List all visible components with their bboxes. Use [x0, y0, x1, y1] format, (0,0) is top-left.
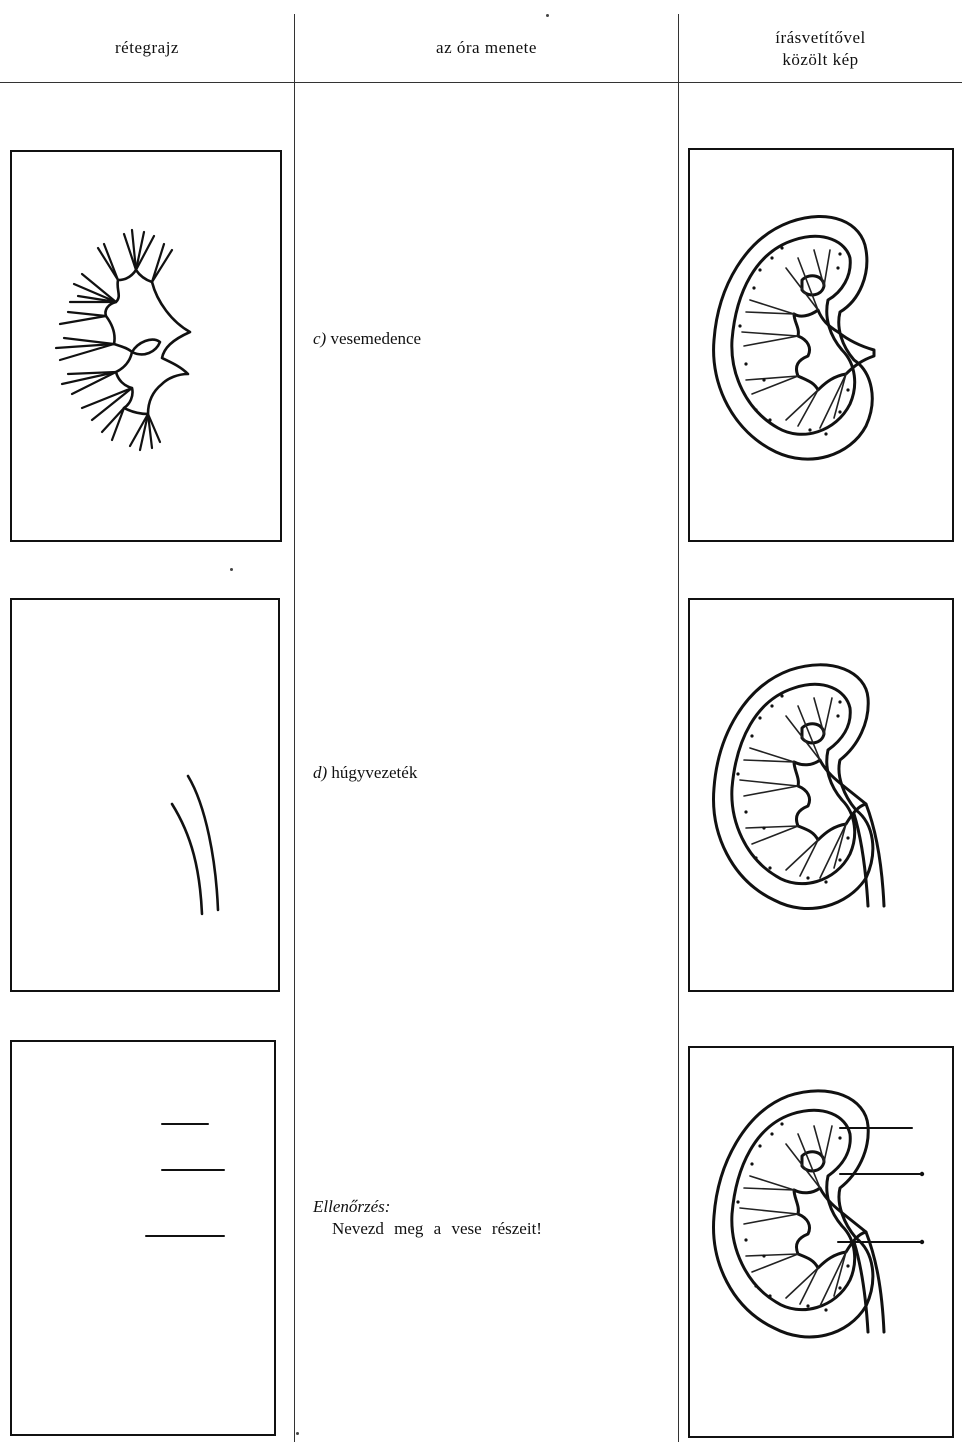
renal-pelvis-drawing [12, 152, 284, 544]
ureter-drawing [12, 600, 282, 994]
header-bottom-rule [0, 82, 962, 83]
header-layer-drawing: rétegrajz [0, 37, 294, 59]
row-d-text: d) húgyvezeték [313, 762, 417, 784]
header-lesson-flow: az óra menete [295, 37, 678, 59]
kidney-ureter-drawing [690, 600, 956, 994]
row-c-text: c) vesemedence [313, 328, 421, 350]
kidney-labels-drawing [690, 1048, 956, 1440]
row-c-term: vesemedence [330, 329, 421, 348]
print-speck [296, 1432, 299, 1435]
check-heading: Ellenőrzés: [313, 1196, 390, 1218]
kidney-pelvis-drawing [690, 150, 956, 544]
header-projected-image-line1: írásvetítővel [679, 27, 962, 49]
kidney-section-with-labels [688, 1046, 954, 1438]
transparency-renal-pelvis [10, 150, 282, 542]
header-projected-image-line2: közölt kép [679, 49, 962, 71]
label-lines-drawing [12, 1042, 278, 1438]
transparency-ureter [10, 598, 280, 992]
row-c-label: c) [313, 329, 326, 348]
row-d-label: d) [313, 763, 327, 782]
column-divider-left [294, 14, 295, 1442]
row-d-term: húgyvezeték [331, 763, 417, 782]
column-divider-right [678, 14, 679, 1442]
kidney-section-with-ureter [688, 598, 954, 992]
transparency-label-lines [10, 1040, 276, 1436]
print-speck [546, 14, 549, 17]
print-speck [230, 568, 233, 571]
check-instruction: Nevezd meg a vese részeit! [332, 1218, 542, 1240]
kidney-section-with-pelvis [688, 148, 954, 542]
